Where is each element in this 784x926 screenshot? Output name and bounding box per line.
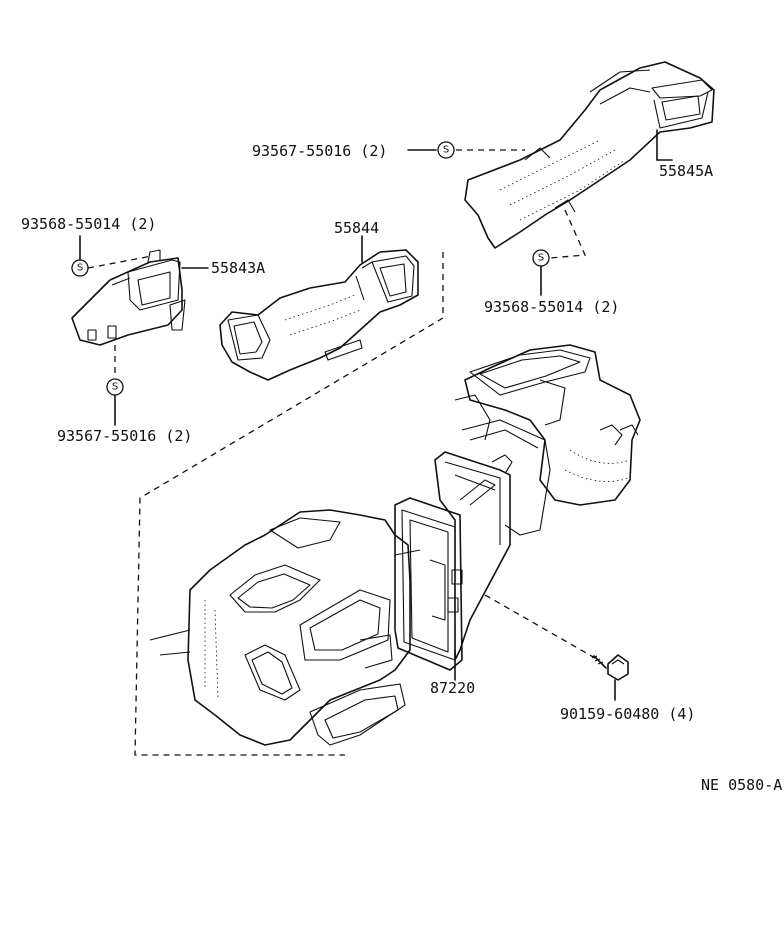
fastener-symbol: S [443, 145, 449, 156]
assembly-outline [134, 252, 596, 756]
duct-55844 [219, 235, 419, 381]
fastener-symbol: S [112, 382, 118, 393]
label-bracket-87220: 87220 [430, 679, 475, 697]
bolt-90159-60480 [591, 654, 629, 701]
screw-left-top-callout: S [71, 235, 209, 277]
blower-unit [454, 344, 641, 536]
label-screw-upper: 93567-55016 (2) [252, 142, 387, 160]
label-screw-left-bottom: 93567-55016 (2) [57, 427, 192, 445]
label-duct-55845a: 55845A [659, 162, 713, 180]
screw-right-callout: S [532, 209, 586, 296]
label-screw-left-top: 93568-55014 (2) [21, 215, 156, 233]
label-bolt: 90159-60480 (4) [560, 705, 695, 723]
heater-case [149, 509, 421, 746]
bracket-87220 [434, 451, 513, 681]
screw-left-bottom-callout: S [106, 345, 124, 426]
duct-55843a [71, 249, 186, 346]
label-duct-55843a: 55843A [211, 259, 265, 277]
label-duct-55844: 55844 [334, 219, 379, 237]
fastener-symbol: S [538, 253, 544, 264]
duct-55845a [464, 61, 715, 249]
label-screw-right: 93568-55014 (2) [484, 298, 619, 316]
fastener-symbol: S [77, 263, 83, 274]
screw-upper-callout: S [407, 141, 525, 159]
diagram-code: NE 0580-A [701, 776, 782, 794]
